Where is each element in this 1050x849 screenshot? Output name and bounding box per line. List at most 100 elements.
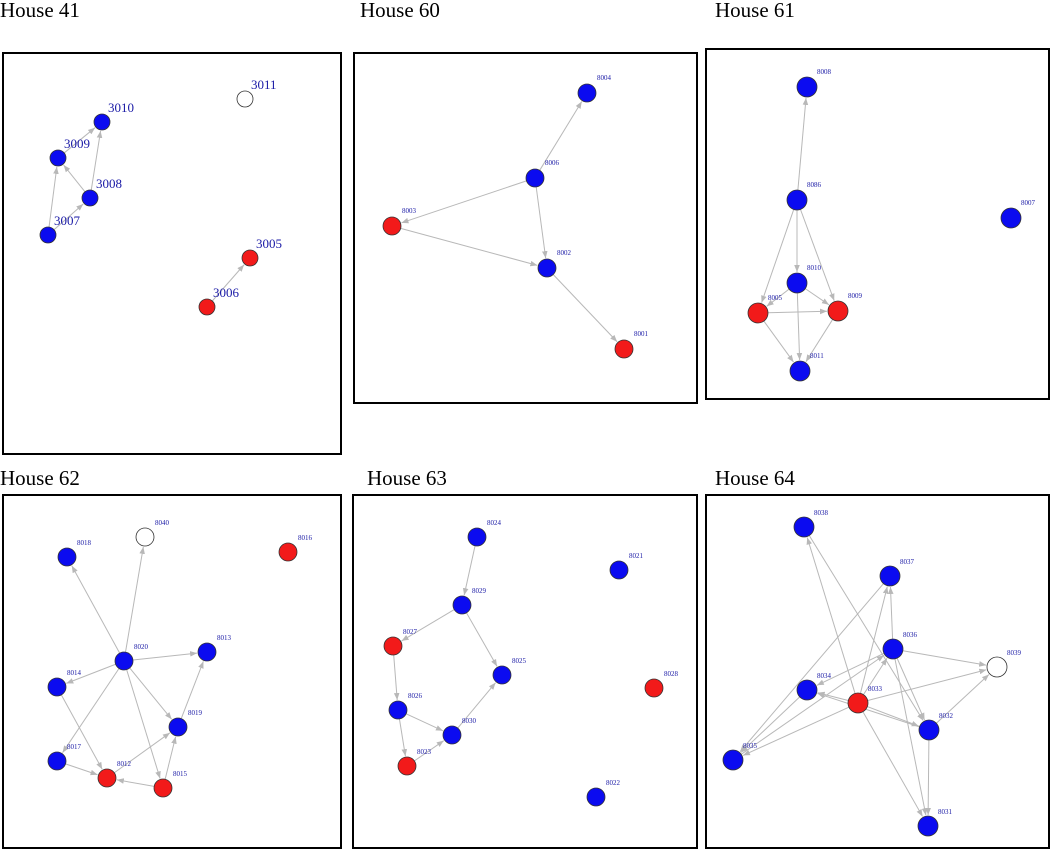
node-3011 <box>236 90 254 108</box>
node-8031 <box>917 815 939 837</box>
node-label-8008: 8008 <box>817 68 832 76</box>
edge-8003-8002 <box>400 227 538 267</box>
node-label-8033: 8033 <box>868 685 883 693</box>
node-label-8032: 8032 <box>939 712 954 720</box>
node-3010 <box>93 113 111 131</box>
edge-8009-8011 <box>805 319 834 362</box>
panel-title: House 63 <box>367 466 447 490</box>
edge-8006-8004 <box>539 101 583 171</box>
edge-8020-8015 <box>126 669 161 779</box>
node-8039 <box>986 656 1008 678</box>
node-8008 <box>796 76 818 98</box>
edge-8037-8035 <box>739 583 884 752</box>
node-8034 <box>796 679 818 701</box>
node-label-8021: 8021 <box>629 552 644 560</box>
node-label-8014: 8014 <box>67 669 82 677</box>
edge-8026-8030 <box>405 713 444 732</box>
node-label-8038: 8038 <box>814 509 829 517</box>
node-label-8009: 8009 <box>848 292 863 300</box>
edge-8020-8040 <box>125 546 145 653</box>
panel-title: House 41 <box>0 0 80 22</box>
edge-8033-8039 <box>867 668 987 701</box>
node-label-8022: 8022 <box>606 779 621 787</box>
node-8027 <box>383 636 403 656</box>
node-8035 <box>722 749 744 771</box>
node-label-8029: 8029 <box>472 587 487 595</box>
edge-8032-8039 <box>935 674 990 724</box>
node-label-3006: 3006 <box>213 285 240 300</box>
network-panel <box>2 52 342 455</box>
edge-3006-3005 <box>211 264 245 302</box>
node-label-8002: 8002 <box>557 249 572 257</box>
edge-8010-8009 <box>804 288 830 306</box>
node-label-8003: 8003 <box>402 207 417 215</box>
node-8004 <box>577 83 597 103</box>
edge-8030-8025 <box>457 682 496 729</box>
edge-8006-8003 <box>401 180 527 224</box>
edge-3008-3009 <box>63 164 86 193</box>
node-label-8035: 8035 <box>743 742 758 750</box>
node-label-8010: 8010 <box>807 264 822 272</box>
node-8005 <box>747 302 769 324</box>
node-label-3011: 3011 <box>251 77 277 92</box>
edge-8020-8017 <box>62 668 120 753</box>
edge-8034-8035 <box>740 696 801 753</box>
node-8037 <box>879 565 901 587</box>
edge-8020-8018 <box>71 565 121 654</box>
edge-8033-8034 <box>817 691 849 702</box>
edge-3008-3010 <box>90 130 103 191</box>
node-8040 <box>135 527 155 547</box>
node-8002 <box>537 258 557 278</box>
edge-8086-8009 <box>799 209 835 301</box>
network-panel <box>352 494 698 849</box>
edge-8012-8019 <box>114 732 171 774</box>
node-8025 <box>492 665 512 685</box>
node-3009 <box>49 149 67 167</box>
edge-8006-8002 <box>535 186 548 259</box>
edge-3007-3008 <box>53 203 84 231</box>
node-label-8018: 8018 <box>77 539 92 547</box>
edge-8033-8035 <box>742 706 850 756</box>
edge-8033-8032 <box>867 706 919 727</box>
node-label-8015: 8015 <box>173 770 188 778</box>
node-3008 <box>81 189 99 207</box>
edge-8038-8032 <box>808 535 924 721</box>
edge-8023-8030 <box>414 740 445 762</box>
edge-8020-8014 <box>66 663 116 684</box>
node-label-8028: 8028 <box>664 670 679 678</box>
node-8010 <box>786 272 808 294</box>
edge-8036-8034 <box>816 652 885 686</box>
node-8086 <box>786 189 808 211</box>
node-3006 <box>198 298 216 316</box>
node-8006 <box>525 168 545 188</box>
node-3007 <box>39 226 57 244</box>
node-label-8031: 8031 <box>938 808 953 816</box>
node-8028 <box>644 678 664 698</box>
node-label-8086: 8086 <box>807 181 822 189</box>
node-label-8017: 8017 <box>67 743 82 751</box>
edge-8019-8013 <box>180 661 204 719</box>
edge-8036-8032 <box>896 657 925 721</box>
edge-8017-8012 <box>65 763 98 776</box>
node-label-8006: 8006 <box>545 159 560 167</box>
node-8015 <box>153 778 173 798</box>
edge-8005-8011 <box>763 320 794 363</box>
edge-8036-8039 <box>902 650 987 667</box>
edge-8033-8031 <box>862 711 923 817</box>
node-label-8001: 8001 <box>634 330 649 338</box>
node-8019 <box>168 717 188 737</box>
network-panel <box>353 52 698 404</box>
edge-8029-8025 <box>466 612 498 667</box>
node-label-8023: 8023 <box>417 748 432 756</box>
edge-8029-8027 <box>401 609 455 642</box>
node-8021 <box>609 560 629 580</box>
node-label-8016: 8016 <box>298 534 313 542</box>
node-label-8030: 8030 <box>462 717 477 725</box>
node-label-8040: 8040 <box>155 519 170 527</box>
node-label-8025: 8025 <box>512 657 527 665</box>
node-3005 <box>241 249 259 267</box>
node-label-8026: 8026 <box>408 692 423 700</box>
